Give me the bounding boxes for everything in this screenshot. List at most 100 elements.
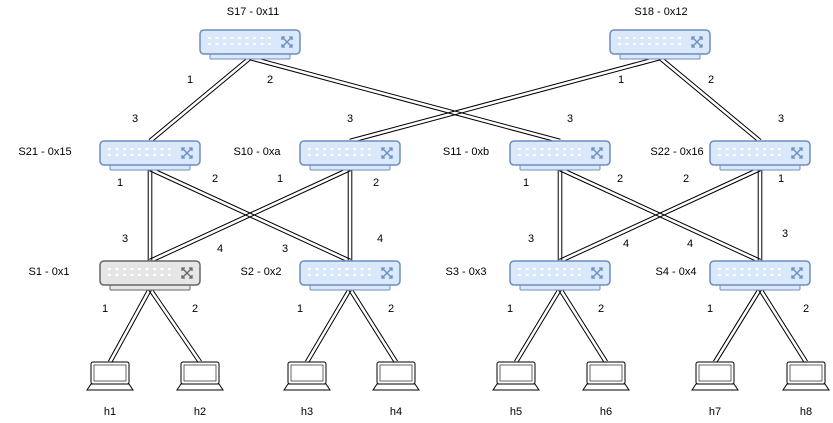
link-s11-s4 [559, 166, 761, 264]
port-label-s1-to-h2: 2 [192, 303, 198, 315]
link-s3-h5 [514, 287, 562, 364]
host-h3[interactable] [283, 361, 331, 391]
switch-label-s3: S3 - 0x3 [446, 266, 487, 278]
host-label-h6: h6 [600, 406, 612, 418]
laptop-icon [283, 361, 331, 391]
host-h4[interactable] [372, 361, 420, 391]
switch-label-s21: S21 - 0x15 [18, 146, 71, 158]
port-label-s10-to-s1: 1 [277, 173, 283, 185]
laptop-icon [782, 361, 830, 391]
switch-arrows-icon [791, 267, 803, 279]
laptop-icon [176, 361, 224, 391]
host-h1[interactable] [86, 361, 134, 391]
port-label-s1-from-s21: 3 [122, 233, 128, 245]
host-h8[interactable] [782, 361, 830, 391]
host-h7[interactable] [691, 361, 739, 391]
laptop-icon [372, 361, 420, 391]
switch-s22[interactable] [709, 140, 811, 171]
port-label-s4-from-s11: 4 [687, 238, 693, 250]
switch-s18[interactable] [609, 29, 711, 60]
host-label-h7: h7 [709, 406, 721, 418]
port-label-s22-to-s4: 1 [778, 173, 784, 185]
link-s2-h4 [348, 287, 398, 364]
port-label-s4-to-h7: 1 [707, 303, 713, 315]
switch-arrows-icon [181, 147, 193, 159]
switch-arrows-icon [181, 267, 193, 279]
switch-s17[interactable] [199, 29, 301, 60]
host-label-h8: h8 [800, 406, 812, 418]
switch-s10[interactable] [299, 140, 401, 171]
switch-label-s10: S10 - 0xa [233, 146, 281, 158]
switch-arrows-icon [591, 267, 603, 279]
host-h2[interactable] [176, 361, 224, 391]
port-label-s3-to-h6: 2 [598, 303, 604, 315]
link-s18-s10 [349, 55, 661, 144]
port-label-s18-to-s22: 2 [708, 74, 714, 86]
switch-arrows-icon [791, 147, 803, 159]
port-label-s2-to-h3: 1 [297, 303, 303, 315]
host-label-h5: h5 [510, 406, 522, 418]
switch-label-s11: S11 - 0xb [443, 146, 489, 158]
port-label-s1-from-s10: 4 [217, 243, 223, 255]
port-label-s22-to-s3: 2 [683, 173, 689, 185]
switch-s2[interactable] [299, 260, 401, 291]
laptop-icon [691, 361, 739, 391]
nodes-layer [86, 29, 830, 391]
link-s17-s11 [249, 55, 561, 144]
port-label-s3-from-s11: 3 [528, 233, 534, 245]
port-label-s11-to-s4: 2 [617, 173, 623, 185]
laptop-icon [492, 361, 540, 391]
laptop-icon [582, 361, 630, 391]
link-s21-s2 [149, 166, 351, 264]
port-label-s2-from-s10: 4 [377, 233, 383, 245]
link-s1-h2 [148, 287, 202, 364]
link-s18-s22 [658, 56, 762, 143]
switch-label-s1: S1 - 0x1 [29, 266, 70, 278]
port-label-s17-to-s21: 1 [187, 74, 193, 86]
link-s4-h8 [758, 287, 808, 364]
port-label-s21-from-s17: 3 [132, 113, 138, 125]
host-label-h2: h2 [194, 406, 206, 418]
port-label-s21-to-s2: 2 [212, 173, 218, 185]
switch-arrows-icon [381, 147, 393, 159]
switch-label-s4: S4 - 0x4 [656, 266, 697, 278]
port-label-s11-to-s3: 1 [523, 177, 529, 189]
host-label-h4: h4 [390, 406, 402, 418]
switch-s3[interactable] [509, 260, 611, 291]
switch-s21[interactable] [99, 140, 201, 171]
switch-s4[interactable] [709, 260, 811, 291]
host-label-h1: h1 [104, 406, 116, 418]
switch-s1[interactable] [99, 260, 201, 291]
link-s2-h3 [305, 287, 352, 364]
switch-s11[interactable] [509, 140, 611, 171]
port-label-s17-to-s11: 2 [267, 74, 273, 86]
port-label-s11-from-s17: 3 [567, 113, 573, 125]
link-s10-s1 [149, 166, 351, 264]
host-h6[interactable] [582, 361, 630, 391]
port-label-s4-from-s22: 3 [782, 228, 788, 240]
link-s11-s3 [557, 169, 563, 261]
port-label-s2-to-h4: 2 [388, 303, 394, 315]
port-label-s3-from-s22: 4 [623, 238, 629, 250]
link-s10-s2 [347, 169, 353, 261]
switch-arrows-icon [591, 147, 603, 159]
port-label-s1-to-h1: 1 [102, 303, 108, 315]
host-label-h3: h3 [301, 406, 313, 418]
port-label-s3-to-h5: 1 [507, 303, 513, 315]
switch-label-s22: S22 - 0x16 [650, 146, 703, 158]
switch-arrows-icon [381, 267, 393, 279]
switch-arrows-icon [691, 36, 703, 48]
link-s21-s1 [147, 169, 153, 261]
link-s22-s4 [757, 169, 763, 261]
link-s17-s21 [148, 56, 252, 143]
port-label-s10-from-s18: 3 [347, 113, 353, 125]
link-s4-h7 [713, 287, 762, 364]
link-s1-h1 [107, 287, 153, 364]
port-label-s21-to-s1: 1 [117, 177, 123, 189]
switch-label-s2: S2 - 0x2 [241, 266, 282, 278]
host-h5[interactable] [492, 361, 540, 391]
laptop-icon [86, 361, 134, 391]
links-layer [107, 55, 808, 364]
